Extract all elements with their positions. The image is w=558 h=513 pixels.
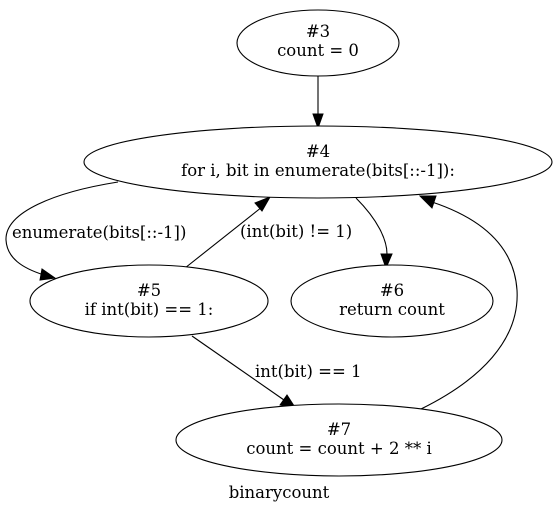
node-5-id: #5	[137, 281, 161, 300]
node-7-code: count = count + 2 ** i	[246, 439, 432, 458]
node-6: #6 return count	[290, 264, 494, 338]
node-7: #7 count = count + 2 ** i	[175, 403, 503, 477]
node-4-id: #4	[306, 142, 330, 161]
node-3-id: #3	[306, 22, 330, 41]
edge-3-to-4	[312, 76, 324, 130]
node-7-id: #7	[327, 420, 351, 439]
edge-4-to-5: enumerate(bits[::-1])	[5, 181, 186, 281]
edge-label-int-bit-equals-one: int(bit) == 1	[255, 362, 362, 381]
edge-5-to-7: int(bit) == 1	[191, 335, 362, 410]
edge-5-to-4: (int(bit) != 1)	[184, 196, 352, 269]
edge-4-to-6	[355, 197, 393, 270]
node-4-code: for i, bit in enumerate(bits[::-1]):	[181, 161, 455, 180]
node-5: #5 if int(bit) == 1:	[29, 264, 269, 338]
node-3: #3 count = 0	[236, 9, 400, 77]
node-6-code: return count	[339, 300, 445, 319]
edge-label-int-bit-not-one: (int(bit) != 1)	[240, 222, 352, 241]
graph-caption: binarycount	[229, 483, 330, 502]
node-4: #4 for i, bit in enumerate(bits[::-1]):	[83, 125, 553, 199]
edge-7-to-4	[418, 195, 518, 410]
node-5-code: if int(bit) == 1:	[85, 300, 214, 319]
edge-label-enumerate: enumerate(bits[::-1])	[12, 223, 186, 242]
node-3-code: count = 0	[277, 41, 359, 60]
node-6-id: #6	[380, 281, 404, 300]
